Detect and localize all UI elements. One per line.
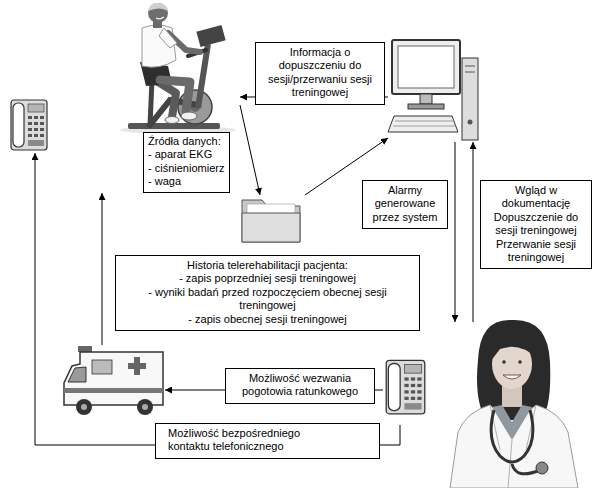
phone-icon	[386, 360, 425, 414]
phone-node	[383, 347, 428, 425]
text-line: - waga	[148, 175, 224, 188]
text-line: - ciśnieniomierz	[148, 162, 224, 175]
doctor-illustration	[450, 320, 578, 488]
edge-label-holder: Informacja o dopuszczeniu do sesji/przer…	[255, 42, 385, 105]
edge-label-holder: Możliwość wezwania pogotowia ratunkowego	[225, 368, 375, 404]
edge-label: Alarmy generowane przez system	[362, 180, 448, 229]
text-line: - aparat EKG	[148, 148, 224, 161]
phone-node	[8, 95, 50, 153]
text-line: - zapis poprzedniej sesji treningowej	[122, 272, 413, 285]
computer-node	[388, 38, 478, 142]
edge-label: Możliwość bezpośredniego kontaktu telefo…	[155, 423, 380, 459]
phone-icon	[11, 100, 47, 150]
edge-label: Wgląd w dokumentację Dopuszczenie do ses…	[480, 180, 592, 269]
doctor-node	[435, 322, 590, 488]
edge-label-holder: Możliwość bezpośredniego kontaktu telefo…	[155, 423, 380, 459]
connector-arrow	[455, 142, 456, 322]
text-line: - zapis obecnej sesji treningowej	[122, 313, 413, 326]
text-line: Wgląd w dokumentację Dopuszczenie do ses…	[487, 184, 585, 264]
ambulance-node	[62, 345, 165, 418]
edge-label: Informacja o dopuszczeniu do sesji/przer…	[255, 42, 385, 105]
edge-label-holder: Alarmy generowane przez system	[362, 180, 448, 229]
node-text: Historia telerehabilitacji pacjenta: - z…	[115, 255, 420, 331]
text-line: Informacja o dopuszczeniu do sesji/przer…	[262, 46, 378, 100]
edge-label-holder: Wgląd w dokumentację Dopuszczenie do ses…	[480, 180, 592, 269]
text-line: Możliwość bezpośredniego kontaktu telefo…	[168, 427, 317, 454]
connector-arrow	[240, 105, 260, 195]
edge-label: Możliwość wezwania pogotowia ratunkowego	[225, 368, 375, 404]
connector-arrow	[102, 193, 103, 345]
patient-illustration	[120, 3, 236, 134]
folder-icon	[242, 200, 300, 242]
text-line: - wyniki badań przed rozpoczęciem obecne…	[122, 286, 413, 313]
text-line: Historia telerehabilitacji pacjenta:	[122, 259, 413, 272]
connector-arrow	[473, 142, 474, 322]
text-line: Źródła danych:	[148, 135, 224, 148]
computer-illustration	[388, 40, 478, 140]
node-text: Źródła danych: - aparat EKG - ciśnieniom…	[143, 132, 230, 193]
patient-node: Źródła danych: - aparat EKG - ciśnieniom…	[95, 0, 240, 193]
text-line: Możliwość wezwania pogotowia ratunkowego	[232, 372, 368, 399]
ambulance-illustration	[64, 346, 163, 415]
text-line: Alarmy generowane przez system	[369, 184, 441, 224]
